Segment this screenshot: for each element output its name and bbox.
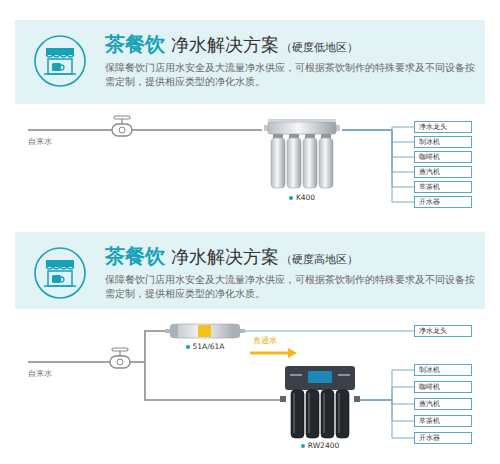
water-source: 自来水 bbox=[28, 130, 52, 147]
device-name: 制冰机 bbox=[419, 366, 440, 374]
device-box: 咖啡机 bbox=[414, 151, 472, 163]
device-name: 开水器 bbox=[419, 434, 440, 442]
title-text: （硬度高地区） bbox=[281, 253, 358, 266]
flow-label: 直通水 bbox=[252, 336, 278, 346]
rw2400-filter bbox=[280, 366, 360, 440]
device-name: 净水龙头 bbox=[419, 123, 447, 131]
device-name: 开水器 bbox=[419, 198, 440, 206]
device-name: 咖啡机 bbox=[419, 153, 440, 161]
filter-unit: 51A/61A bbox=[165, 321, 245, 351]
supply-line bbox=[360, 400, 414, 438]
supply-line bbox=[360, 400, 414, 421]
supply-line bbox=[360, 400, 414, 404]
description-text: 保障餐饮门店用水安全及大流量净水供应，可根据茶饮制作的特殊要求及不同设备按需定制… bbox=[105, 273, 475, 301]
title-text: 净水解决方案 bbox=[171, 246, 279, 267]
bullet-dot bbox=[289, 196, 293, 200]
model-name: RW2400 bbox=[308, 441, 339, 450]
device-box: 净水龙头 bbox=[414, 325, 472, 337]
device-name: 蒸汽机 bbox=[419, 400, 440, 408]
model-label: 51A/61A bbox=[165, 342, 245, 351]
title-accent: 茶餐饮 bbox=[105, 32, 165, 56]
water-pipe bbox=[28, 331, 165, 362]
device-name: 萃茶机 bbox=[419, 183, 440, 191]
device-box: 萃茶机 bbox=[414, 181, 472, 193]
supply-line bbox=[342, 130, 414, 142]
model-label: K400 bbox=[262, 193, 342, 202]
heading-band: 茶餐饮净水解决方案（硬度低地区） 保障餐饮门店用水安全及大流量净水供应，可根据茶饮… bbox=[15, 20, 485, 104]
valve-symbol bbox=[110, 348, 130, 368]
device-name: 咖啡机 bbox=[419, 383, 440, 391]
description-text: 保障餐饮门店用水安全及大流量净水供应，可根据茶饮制作的特殊要求及不同设备按需定制… bbox=[105, 61, 475, 89]
device-name: 萃茶机 bbox=[419, 417, 440, 425]
shop-icon bbox=[33, 246, 87, 300]
k400-filter bbox=[262, 116, 342, 192]
inline-filter bbox=[165, 321, 245, 341]
heading-band: 茶餐饮净水解决方案（硬度高地区） 保障餐饮门店用水安全及大流量净水供应，可根据茶饮… bbox=[15, 232, 485, 309]
supply-line bbox=[342, 130, 414, 187]
source-label: 自来水 bbox=[28, 137, 52, 146]
direct-flow-arrow bbox=[250, 348, 297, 358]
bullet-dot bbox=[301, 444, 305, 448]
title-text: 净水解决方案 bbox=[171, 34, 279, 55]
device-box: 制冰机 bbox=[414, 364, 472, 376]
supply-line bbox=[245, 331, 414, 332]
water-source: 自来水 bbox=[28, 362, 52, 379]
title-row: 茶餐饮净水解决方案（硬度高地区） bbox=[105, 243, 358, 270]
device-box: 开水器 bbox=[414, 432, 472, 444]
model-label: RW2400 bbox=[280, 441, 360, 450]
title-text: （硬度低地区） bbox=[281, 41, 358, 54]
device-box: 蒸汽机 bbox=[414, 398, 472, 410]
supply-line bbox=[342, 130, 414, 202]
water-pipe bbox=[28, 129, 262, 131]
supply-line bbox=[360, 370, 414, 400]
device-box: 净水龙头 bbox=[414, 121, 472, 133]
device-name: 净水龙头 bbox=[419, 327, 447, 335]
shop-icon bbox=[33, 34, 87, 88]
model-name: K400 bbox=[296, 193, 315, 202]
filter-unit: RW2400 bbox=[280, 366, 360, 450]
water-pipe bbox=[28, 362, 280, 400]
title-row: 茶餐饮净水解决方案（硬度低地区） bbox=[105, 31, 358, 58]
device-name: 制冰机 bbox=[419, 138, 440, 146]
model-name: 51A/61A bbox=[193, 342, 225, 351]
valve-symbol bbox=[112, 116, 132, 136]
device-box: 开水器 bbox=[414, 196, 472, 208]
device-box: 蒸汽机 bbox=[414, 166, 472, 178]
device-box: 咖啡机 bbox=[414, 381, 472, 393]
device-box: 萃茶机 bbox=[414, 415, 472, 427]
supply-line bbox=[360, 387, 414, 400]
device-box: 制冰机 bbox=[414, 136, 472, 148]
supply-line bbox=[342, 130, 414, 157]
supply-line bbox=[342, 130, 414, 172]
title-accent: 茶餐饮 bbox=[105, 244, 165, 268]
filter-unit: K400 bbox=[262, 116, 342, 202]
device-name: 蒸汽机 bbox=[419, 168, 440, 176]
bullet-dot bbox=[186, 345, 190, 349]
source-label: 自来水 bbox=[28, 369, 52, 378]
